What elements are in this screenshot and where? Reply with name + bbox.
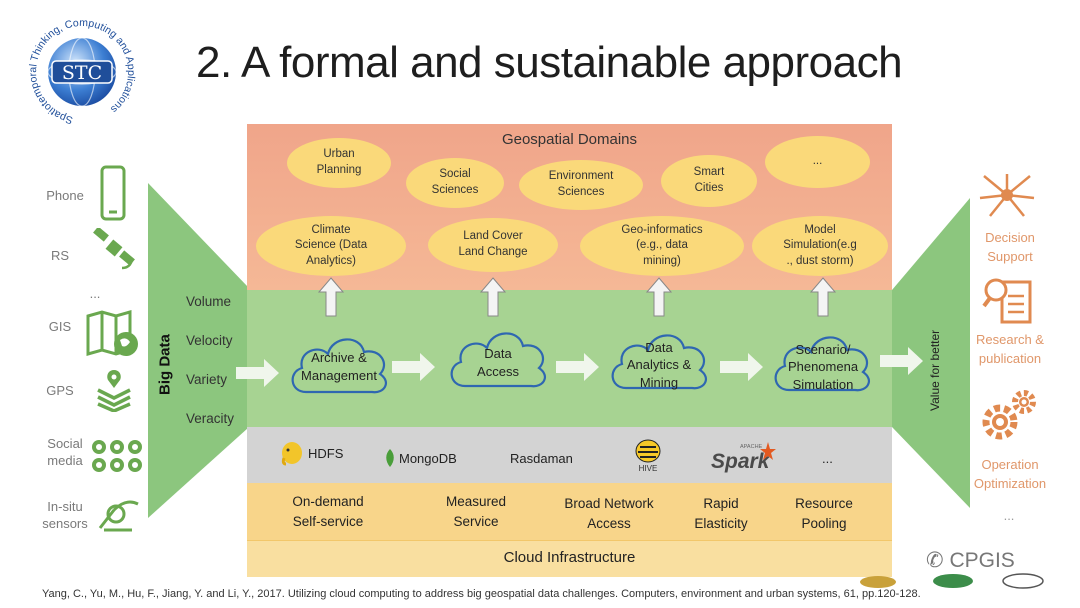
source-ellipsis: ... [89,286,101,301]
source-social-media: Social media [47,436,83,468]
tool-hive-label: HIVE [639,464,658,473]
gears-icon [982,390,1036,440]
cloud-icon [450,332,546,388]
v-veracity: Veracity [186,411,235,426]
tool-hdfs-label: HDFS [308,445,344,461]
sensor-icon [98,500,139,532]
right-arrow-icon [880,347,923,375]
tool-spark-apache-label: APACHE [740,444,763,450]
tool-rasdaman: Rasdaman [510,451,573,466]
gps-layers-icon [97,370,131,412]
process-data-access: Data Access [477,346,519,379]
tool-rasdaman-label: Rasdaman [510,451,573,466]
output-decision-support: Decision Support [985,230,1035,264]
tool-hive: HIVE [632,437,664,473]
tool-spark: APACHE Spark [710,440,776,474]
stc-logo: STC Spatiotemporal Thinking, Computing a… [27,17,137,126]
right-arrow-icon [236,359,279,387]
domain-model-simulation: Model Simulation(e.g ., dust storm) [752,216,888,276]
output-ellipsis: ... [1003,508,1015,523]
process-archive-management: Archive & Management [301,350,377,383]
cloud-icon [291,338,387,394]
hadoop-elephant-icon [281,442,302,466]
process-scenario-simulation: Scenario/ Phenomena Simulation [787,341,859,392]
domain-more: ... [765,136,870,188]
geospatial-domains-title: Geospatial Domains [501,131,638,148]
service-measured: Measured Service [445,494,507,529]
output-research-publication: Research & publication [976,332,1044,366]
v-velocity: Velocity [186,333,233,348]
tool-more: ... [822,451,833,466]
value-label: Value for better [928,329,942,411]
domain-climate-science: Climate Science (Data Analytics) [256,216,406,276]
service-resource-pooling: Resource Pooling [795,496,853,531]
right-arrow-icon [556,353,599,381]
tool-spark-label: Spark [711,450,771,473]
spark-star-icon [760,442,776,460]
domain-social-sciences: Social Sciences [406,158,504,208]
tool-mongodb-label: MongoDB [399,450,457,466]
big-data-label: Big Data [156,334,174,396]
cloud-icon [774,336,870,392]
process-data-analytics-mining: Data Analytics & Mining [626,339,692,390]
up-arrow-icon [810,277,836,317]
v-variety: Variety [186,372,228,387]
hive-bee-icon: HIVE [635,439,661,473]
v-volume: Volume [186,294,232,309]
big-data-funnel [148,183,248,518]
cpgis-watermark-text: CPGIS [949,549,1015,572]
logo-acronym: STC [62,62,102,84]
service-on-demand: On-demand Self-service [292,494,364,529]
research-document-icon [982,278,1032,324]
source-rs: RS [50,248,70,263]
mongodb-leaf-icon [386,449,394,467]
tools-band [247,427,892,483]
up-arrow-icon [646,277,672,317]
cloud-icon [611,334,707,390]
tool-mongodb: MongoDB [385,449,457,467]
source-gps: GPS [46,383,74,398]
right-arrow-icon [720,353,763,381]
value-funnel [892,198,970,508]
source-in-situ-sensors: In-situ sensors [42,499,88,531]
domain-land-cover: Land Cover Land Change [428,218,558,272]
cloud-infrastructure-title: Cloud Infrastructure [503,549,636,566]
up-arrow-icon [318,277,344,317]
up-arrow-icon [480,277,506,317]
domain-environment-sciences: Environment Sciences [519,160,643,210]
social-media-icons [92,440,142,472]
cpgis-watermark: ✆ CPGIS [926,548,1015,573]
service-broad-network: Broad Network Access [564,496,654,531]
satellite-icon [93,228,135,270]
page-title: 2. A formal and sustainable approach [196,38,903,87]
decision-network-icon [979,174,1035,217]
partner-logos [860,573,1044,589]
cloud-infrastructure-band [247,540,892,577]
citation: Yang, C., Yu, M., Hu, F., Jiang, Y. and … [42,588,921,600]
service-rapid-elasticity: Rapid Elasticity [694,496,748,531]
domain-urban-planning: Urban Planning [287,138,391,188]
domain-geo-informatics: Geo-informatics (e.g., data mining) [580,216,744,276]
output-operation-optimization: Operation Optimization [973,457,1047,491]
right-arrow-icon [392,353,435,381]
domain-smart-cities: Smart Cities [661,155,757,207]
source-gis: GIS [48,319,72,334]
phone-icon [100,165,126,221]
tool-hdfs: HDFS [280,440,343,466]
wechat-icon: ✆ [926,549,944,572]
map-icon [86,310,138,356]
source-phone: Phone [46,188,84,203]
